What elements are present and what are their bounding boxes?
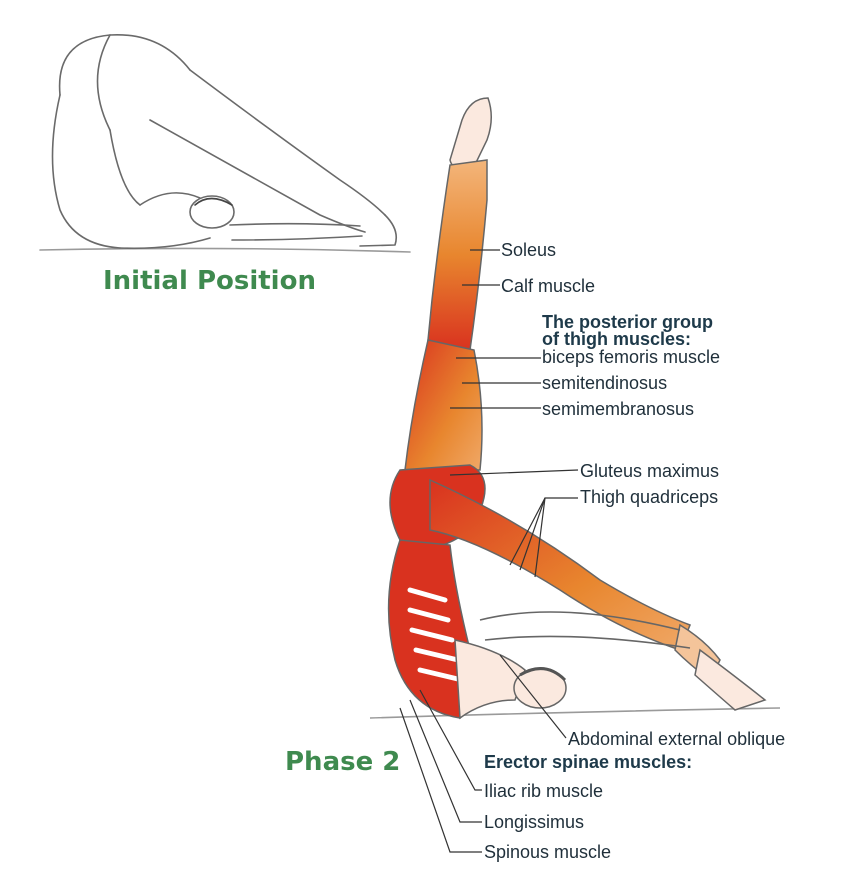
posterior-group-header-line2: of thigh muscles: <box>542 329 692 349</box>
gluteus-maximus-label: Gluteus maximus <box>580 461 720 481</box>
thigh-quadriceps-label: Thigh quadriceps <box>580 487 719 507</box>
leader-lines <box>399 249 579 853</box>
semimembranosus-label: semimembranosus <box>542 399 695 419</box>
semitendinosus-label: semitendinosus <box>542 373 668 393</box>
phase2-figure <box>369 97 781 720</box>
initial-position-figure <box>39 34 411 253</box>
soleus-label: Soleus <box>501 240 557 260</box>
phase2-title: Phase 2 <box>285 747 401 777</box>
erector-spinae-header: Erector spinae muscles: <box>484 752 693 772</box>
calf-muscle-label: Calf muscle <box>501 276 596 296</box>
spinous-muscle-label: Spinous muscle <box>484 842 612 862</box>
iliac-rib-label: Iliac rib muscle <box>484 781 604 801</box>
posterior-group-header-line1: The posterior group <box>542 312 713 332</box>
abdominal-oblique-label: Abdominal external oblique <box>568 729 786 749</box>
biceps-femoris-label: biceps femoris muscle <box>542 347 721 367</box>
initial-position-title: Initial Position <box>103 266 316 296</box>
longissimus-label: Longissimus <box>484 812 585 832</box>
